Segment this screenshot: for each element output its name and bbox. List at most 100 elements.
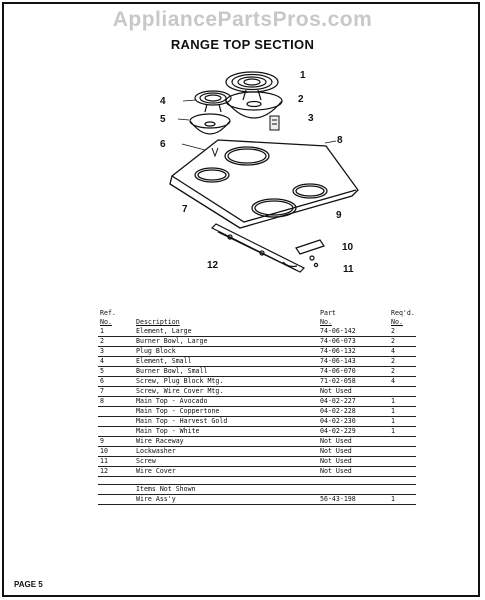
page-number: PAGE 5	[14, 580, 43, 589]
quantity-cell: 1	[391, 397, 395, 405]
description-cell: Screw, Plug Block Mtg.	[136, 377, 224, 385]
description-cell: Items Not Shown	[136, 485, 196, 493]
callout-7: 7	[182, 204, 188, 215]
ref-cell: 11	[100, 457, 108, 465]
ref-cell: 4	[100, 357, 104, 365]
quantity-cell: 2	[391, 337, 395, 345]
main-top-illustration	[169, 139, 359, 229]
parts-table-header: Ref. No. Description Part No. Req'd. No.	[98, 309, 416, 327]
table-row: 3 Plug Block 74-06-132 4	[98, 347, 416, 357]
quantity-cell: 1	[391, 407, 395, 415]
quantity-cell: 4	[391, 347, 395, 355]
wire-raceway-illustration	[210, 223, 306, 273]
req-header-bottom: No.	[391, 318, 403, 326]
description-header: Description	[136, 318, 180, 326]
ref-cell: 10	[100, 447, 108, 455]
table-row: 2 Burner Bowl, Large 74-06-073 2	[98, 337, 416, 347]
callout-8: 8	[337, 135, 343, 146]
part-number-cell: Not Used	[320, 387, 352, 395]
table-row: Main Top - Harvest Gold 04-02-230 1	[98, 417, 416, 427]
plug-block-illustration	[269, 115, 280, 131]
ref-cell: 3	[100, 347, 104, 355]
table-row: 7 Screw, Wire Cover Mtg. Not Used	[98, 387, 416, 397]
large-burner-bowl-illustration	[225, 91, 283, 119]
description-cell: Main Top - White	[136, 427, 200, 435]
wire-cover-illustration	[295, 239, 325, 268]
quantity-cell: 1	[391, 417, 395, 425]
part-number-cell: 74-06-070	[320, 367, 356, 375]
part-number-cell: 74-06-132	[320, 347, 356, 355]
part-number-cell: Not Used	[320, 447, 352, 455]
table-spacer	[98, 477, 416, 485]
part-number-cell: 04-02-227	[320, 397, 356, 405]
description-cell: Lockwasher	[136, 447, 176, 455]
quantity-cell: 1	[391, 495, 395, 503]
part-number-cell: Not Used	[320, 467, 352, 475]
exploded-diagram: 1 2 3 4 5 6 7 8 9 10 11 12	[160, 70, 359, 275]
quantity-cell: 1	[391, 427, 395, 435]
description-cell: Element, Large	[136, 327, 192, 335]
description-cell: Burner Bowl, Small	[136, 367, 208, 375]
callout-2: 2	[298, 94, 304, 105]
description-cell: Burner Bowl, Large	[136, 337, 208, 345]
part-number-cell: 04-02-230	[320, 417, 356, 425]
ref-cell: 9	[100, 437, 104, 445]
description-cell: Main Top - Harvest Gold	[136, 417, 228, 425]
ref-cell: 7	[100, 387, 104, 395]
large-element-illustration	[225, 71, 279, 101]
watermark: AppliancePartsPros.com	[112, 8, 373, 31]
description-cell: Wire Ass'y	[136, 495, 176, 503]
quantity-cell: 4	[391, 377, 395, 385]
small-burner-bowl-illustration	[177, 113, 231, 135]
callout-10: 10	[342, 242, 354, 253]
callout-1: 1	[300, 70, 306, 81]
part-number-cell: 56-43-198	[320, 495, 356, 503]
callout-9: 9	[336, 210, 342, 221]
description-cell: Main Top - Coppertone	[136, 407, 220, 415]
ref-cell: 1	[100, 327, 104, 335]
table-row: Main Top - White 04-02-229 1	[98, 427, 416, 437]
ref-cell: 8	[100, 397, 104, 405]
ref-cell: 6	[100, 377, 104, 385]
part-number-cell: 74-06-142	[320, 327, 356, 335]
part-number-cell: 74-06-143	[320, 357, 356, 365]
callout-3: 3	[308, 113, 314, 124]
table-row: 1 Element, Large 74-06-142 2	[98, 327, 416, 337]
page-border	[2, 2, 480, 597]
ref-header-top: Ref.	[100, 309, 116, 317]
table-row: 12 Wire Cover Not Used	[98, 467, 416, 477]
screw-illustration	[181, 143, 219, 158]
callout-11: 11	[343, 264, 354, 275]
callout-4: 4	[160, 96, 166, 107]
ref-cell: 2	[100, 337, 104, 345]
ref-cell: 12	[100, 467, 108, 475]
part-number-cell: 71-02-058	[320, 377, 356, 385]
part-number-cell: Not Used	[320, 437, 352, 445]
parts-table: Ref. No. Description Part No. Req'd. No.…	[98, 309, 416, 505]
part-number-cell: 04-02-228	[320, 407, 356, 415]
description-cell: Main Top - Avocado	[136, 397, 208, 405]
part-header-bottom: No.	[320, 318, 332, 326]
description-cell: Wire Cover	[136, 467, 176, 475]
description-cell: Wire Raceway	[136, 437, 184, 445]
table-row: 9 Wire Raceway Not Used	[98, 437, 416, 447]
description-cell: Screw, Wire Cover Mtg.	[136, 387, 224, 395]
callout-6: 6	[160, 139, 166, 150]
part-number-cell: 04-02-229	[320, 427, 356, 435]
description-cell: Plug Block	[136, 347, 176, 355]
quantity-cell: 2	[391, 357, 395, 365]
part-number-cell: 74-06-073	[320, 337, 356, 345]
ref-header-bottom: No.	[100, 318, 112, 326]
table-row: 6 Screw, Plug Block Mtg. 71-02-058 4	[98, 377, 416, 387]
part-header-top: Part	[320, 309, 336, 317]
quantity-cell: 2	[391, 327, 395, 335]
callout-5: 5	[160, 114, 166, 125]
req-header-top: Req'd.	[391, 309, 415, 317]
ref-cell: 5	[100, 367, 104, 375]
small-element-illustration	[182, 90, 232, 113]
part-number-cell: Not Used	[320, 457, 352, 465]
